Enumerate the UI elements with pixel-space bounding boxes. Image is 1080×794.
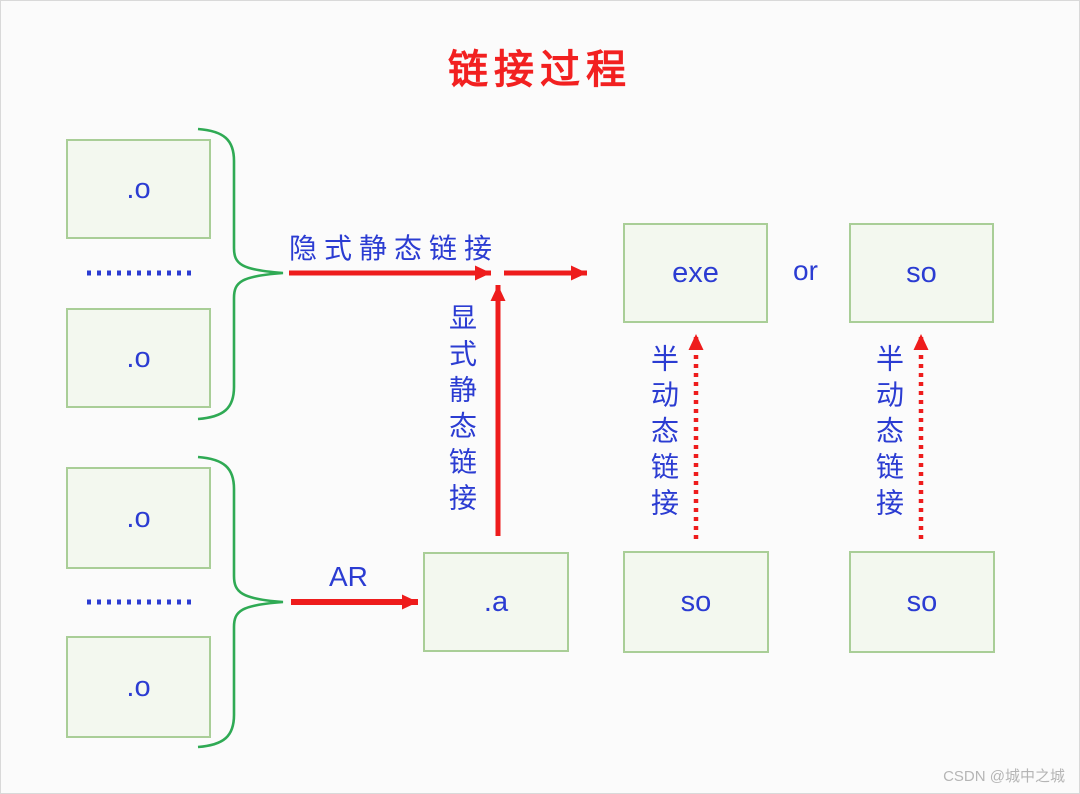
semi-dynamic-link-label-right: 半动态链接 xyxy=(873,344,904,524)
static-lib-label: .a xyxy=(483,585,509,618)
so-label: so xyxy=(906,256,937,289)
object-file-box-bottom-2: .o xyxy=(66,636,211,738)
so-box-bottom-right: so xyxy=(849,551,995,653)
static-lib-box: .a xyxy=(423,552,569,652)
implicit-static-link-label: 隐式静态链接 xyxy=(289,233,500,264)
object-file-box-top-2: .o xyxy=(66,308,211,408)
explicit-static-link-label: 显式静态链接 xyxy=(446,303,477,519)
so-box-bottom-left: so xyxy=(623,551,769,653)
ar-label: AR xyxy=(329,561,368,592)
so-label: so xyxy=(906,585,938,618)
object-file-label: .o xyxy=(126,341,151,374)
exe-label: exe xyxy=(672,256,719,289)
diagram-title: 链接过程 xyxy=(448,48,632,92)
watermark: CSDN @城中之城 xyxy=(943,768,1065,785)
so-label: so xyxy=(680,585,712,618)
exe-box: exe xyxy=(623,223,768,323)
or-label: or xyxy=(793,255,818,286)
brace-bottom-group xyxy=(197,455,284,749)
semi-dynamic-link-label-left: 半动态链接 xyxy=(648,344,679,524)
so-box-top: so xyxy=(849,223,994,323)
object-file-box-top-1: .o xyxy=(66,139,211,239)
object-file-label: .o xyxy=(126,501,151,534)
object-file-box-bottom-1: .o xyxy=(66,467,211,569)
object-file-label: .o xyxy=(126,172,151,205)
brace-top-group xyxy=(197,127,284,421)
object-file-label: .o xyxy=(126,670,151,703)
